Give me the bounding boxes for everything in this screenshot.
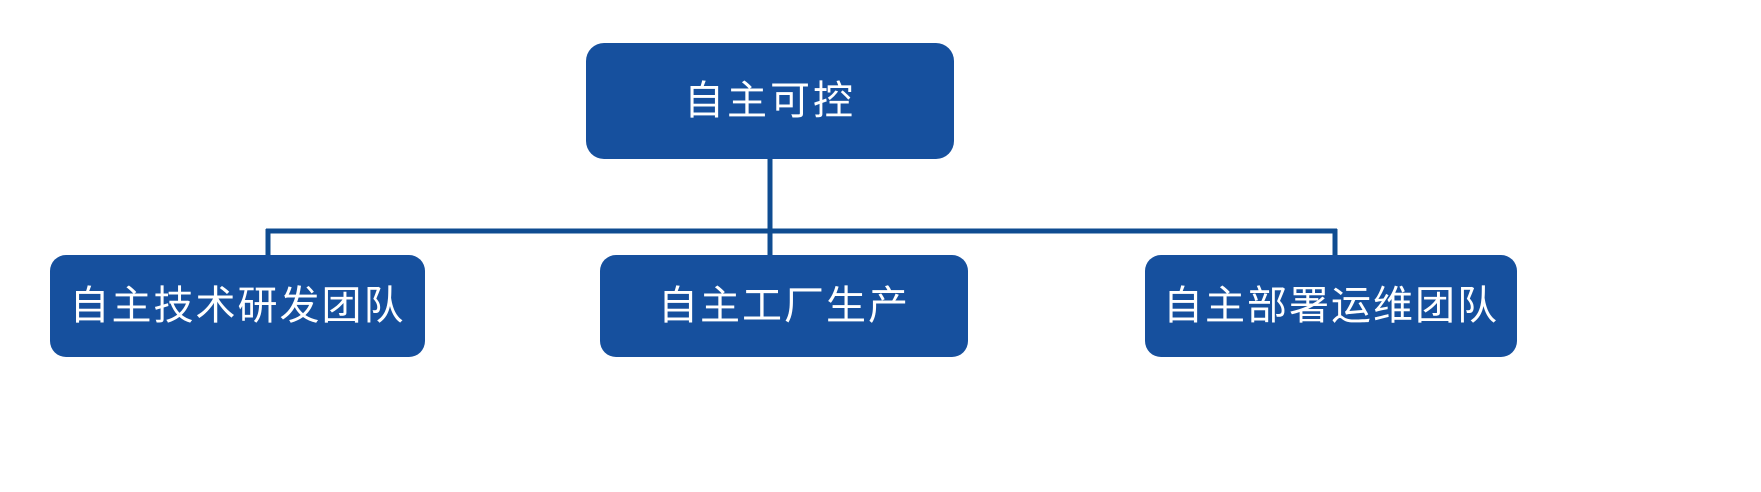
node-root[interactable]: 自主可控 (586, 43, 954, 159)
node-child-deployment-ops-team[interactable]: 自主部署运维团队 (1145, 255, 1517, 357)
node-child-label: 自主部署运维团队 (1163, 284, 1499, 328)
node-child-technology-rnd-team[interactable]: 自主技术研发团队 (50, 255, 425, 357)
node-child-factory-production[interactable]: 自主工厂生产 (600, 255, 968, 357)
node-root-label: 自主可控 (684, 79, 856, 123)
node-child-label: 自主工厂生产 (658, 284, 910, 328)
node-child-label: 自主技术研发团队 (69, 284, 406, 328)
